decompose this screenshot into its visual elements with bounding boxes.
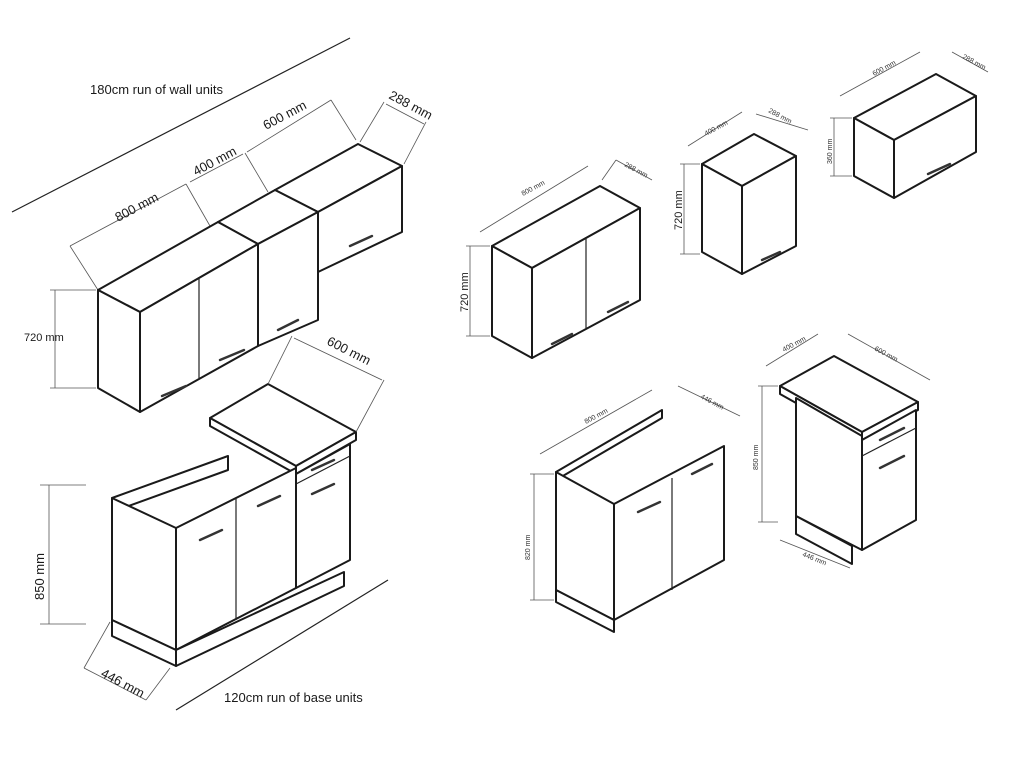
unit-base-400-depth: 600 mm [873,346,899,364]
unit-wall-400 [680,111,809,275]
unit-wall-800-depth: 288 mm [623,162,649,180]
unit-base-sink-depth: 446 mm [699,394,725,412]
wall-reference-line [11,37,351,213]
unit-wall-800 [466,159,653,359]
base-cabinet-run [111,383,357,667]
wall-cabinet-run [97,143,403,413]
unit-base-400-width: 400 mm [782,336,808,354]
unit-wall-400-height-value: 720 mm [673,190,685,230]
unit-base-sink-height: 820 mm [525,535,532,560]
unit-wall-400-width: 400 mm [704,120,730,138]
unit-wall-600-flap [830,51,989,199]
base-depth-label: 446 mm [99,665,148,700]
wall-height-label: 720 mm [24,332,64,344]
base-top-depth-label: 600 mm [325,333,374,368]
wall-600-label: 600 mm [260,97,309,132]
unit-wall-600-depth: 288 mm [961,54,987,72]
wall-run-label: 180cm run of wall units [90,82,223,97]
unit-base-400-drawer [758,333,931,569]
unit-base-sink-800 [530,385,741,633]
base-run-label: 120cm run of base units [224,690,363,705]
unit-base-400-height: 850 mm [753,445,760,470]
wall-width-dimensions [69,99,427,291]
wall-400-label: 400 mm [190,143,239,178]
base-height-label: 850 mm [32,553,47,600]
unit-wall-800-height: 720 mm [459,272,471,312]
unit-wall-800-width: 800 mm [521,180,547,198]
wall-height-dimension [50,289,96,389]
unit-wall-600-width: 600 mm [872,60,898,78]
unit-wall-600-height: 360 mm [827,139,834,164]
unit-wall-400-depth: 288 mm [767,108,793,126]
base-dimensions [40,335,389,711]
wall-800-label: 800 mm [112,189,161,224]
